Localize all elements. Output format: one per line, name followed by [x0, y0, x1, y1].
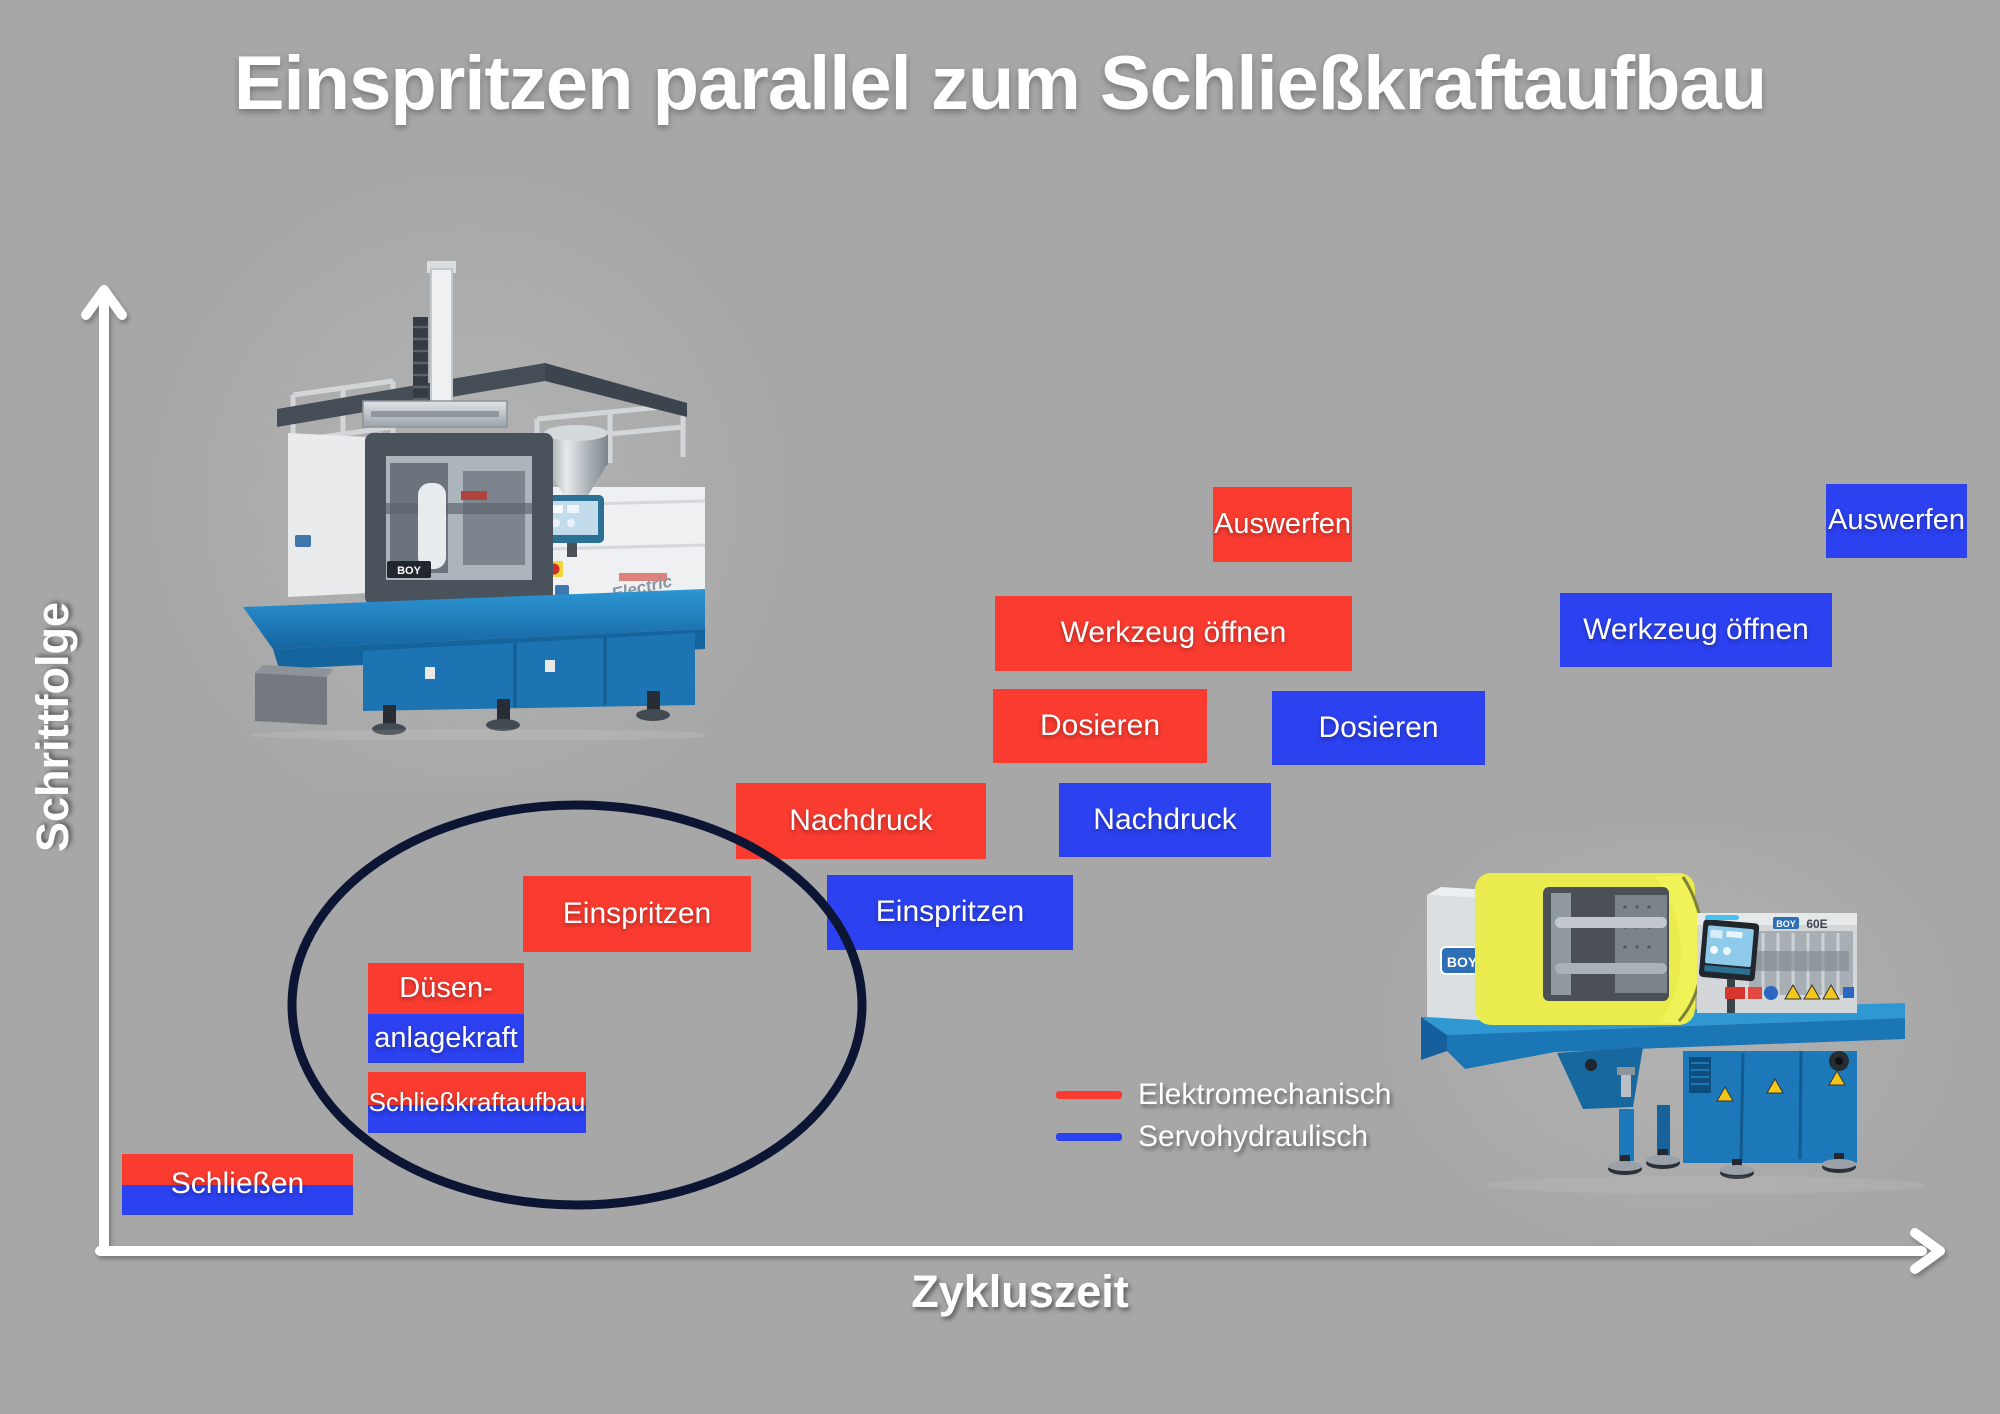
y-axis-arrow	[81, 285, 127, 320]
x-axis-arrow	[1910, 1228, 1945, 1274]
step-duesenanlagekraft: Düsen- anlagekraft	[368, 963, 524, 1063]
machine-brand-logo: BOY	[1447, 954, 1478, 970]
step-label: Werkzeug öffnen	[1583, 612, 1809, 646]
base-cabinet	[1683, 1050, 1857, 1163]
legend-label-elektromechanisch: Elektromechanisch	[1138, 1078, 1392, 1111]
step-werkzeug-oeffnen-elektromechanisch: Werkzeug öffnen	[995, 596, 1352, 671]
legend-label-servohydraulisch: Servohydraulisch	[1138, 1120, 1369, 1153]
discharge-chute	[1557, 1047, 1643, 1109]
step-nachdruck-elektromechanisch: Nachdruck	[736, 783, 986, 859]
step-label: Dosieren	[1039, 708, 1161, 742]
step-schliessen: Schließen	[122, 1154, 353, 1215]
step-label: Auswerfen	[1213, 507, 1351, 540]
step-label: Schließkraftaufbau	[368, 1086, 586, 1117]
step-einspritzen-servohydraulisch: Einspritzen	[827, 875, 1073, 950]
duesenanlagekraft-elektromechanisch-bar: Düsen-	[368, 963, 524, 1014]
step-label: Nachdruck	[789, 803, 933, 837]
step-label-line2: anlagekraft	[374, 1021, 518, 1054]
mold-guard: BOY	[365, 433, 553, 605]
legend-swatch-servohydraulisch	[1056, 1133, 1122, 1141]
step-label-line1: Düsen-	[399, 971, 493, 1004]
machine-brand-label: BOY	[397, 565, 422, 577]
step-dosieren-elektromechanisch: Dosieren	[993, 689, 1207, 763]
step-label: Dosieren	[1318, 710, 1439, 744]
step-auswerfen-elektromechanisch: Auswerfen	[1213, 487, 1352, 562]
legend: Elektromechanisch Servohydraulisch	[1056, 1074, 1391, 1158]
step-label: Einspritzen	[875, 895, 1025, 929]
step-label: Auswerfen	[1827, 504, 1965, 537]
step-dosieren-servohydraulisch: Dosieren	[1272, 691, 1485, 765]
x-axis-label: Zykluszeit	[911, 1266, 1129, 1317]
legend-row-elektromechanisch: Elektromechanisch	[1056, 1074, 1391, 1116]
step-schliesskraftaufbau: Schließkraftaufbau	[368, 1072, 586, 1133]
step-werkzeug-oeffnen-servohydraulisch: Werkzeug öffnen	[1560, 593, 1832, 667]
machine-brand-label: BOY	[1776, 919, 1796, 929]
injection-unit-housing: BOY 60E	[1697, 913, 1857, 1013]
step-label: Schließen	[170, 1167, 305, 1201]
step-label: Einspritzen	[562, 896, 712, 930]
legend-row-servohydraulisch: Servohydraulisch	[1056, 1116, 1391, 1158]
step-label: Werkzeug öffnen	[1060, 616, 1287, 650]
machine-feet	[1608, 1105, 1856, 1179]
slide-title: Einspritzen parallel zum Schließkraftauf…	[233, 41, 1767, 126]
machine-photo-boy-electric: Electric	[243, 261, 705, 740]
machine-model-label: 60E	[1806, 917, 1827, 931]
machine-feet	[372, 691, 670, 735]
y-axis-label: Schrittfolge	[27, 602, 78, 853]
step-einspritzen-elektromechanisch: Einspritzen	[523, 876, 751, 952]
machine-photo-boy-60e: BOY BOY 60	[1421, 873, 1925, 1194]
robot-gantry	[362, 261, 508, 428]
legend-swatch-elektromechanisch	[1056, 1091, 1122, 1099]
control-panel-screen	[540, 495, 604, 557]
step-nachdruck-servohydraulisch: Nachdruck	[1059, 783, 1271, 857]
step-auswerfen-servohydraulisch: Auswerfen	[1826, 484, 1967, 558]
duesenanlagekraft-servohydraulisch-bar: anlagekraft	[368, 1014, 524, 1063]
step-label: Nachdruck	[1093, 802, 1237, 836]
machine-base	[243, 589, 705, 725]
yellow-mold-guard	[1475, 873, 1705, 1025]
